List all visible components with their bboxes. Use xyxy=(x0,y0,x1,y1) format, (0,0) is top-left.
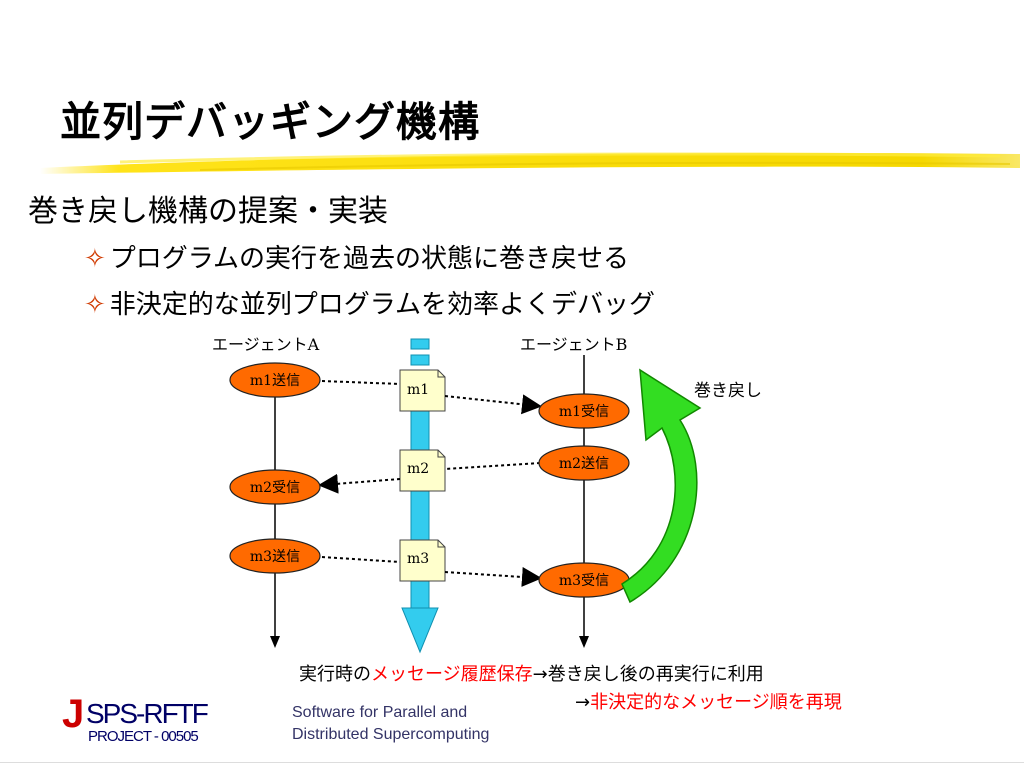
svg-text:m1送信: m1送信 xyxy=(250,373,300,389)
agent-b-timeline-arrow xyxy=(579,636,589,648)
logo-main-text: SPS-RFTF xyxy=(86,698,209,729)
svg-text:m3: m3 xyxy=(407,551,429,567)
arrow-m3-to-b3 xyxy=(444,566,542,587)
arrow-a3-to-m3 xyxy=(321,556,401,563)
arrow-a1-to-m1 xyxy=(321,380,401,385)
highlight-message-history: メッセージ履歴保存 xyxy=(371,664,533,685)
sub-bullet-2: ✧非決定的な並列プログラムを効率よくデバッグ xyxy=(84,284,655,321)
rewind-arrow xyxy=(621,368,702,604)
slide-title: 並列デバッギング機構 xyxy=(60,98,480,146)
sub-bullet-text: 非決定的な並列プログラムを効率よくデバッグ xyxy=(109,290,656,320)
svg-text:m2送信: m2送信 xyxy=(559,456,609,472)
logo-sub-text: PROJECT - 00505 xyxy=(88,728,199,745)
message-note-m1: m1 xyxy=(399,369,446,412)
arrow-m2-to-a2 xyxy=(318,473,401,494)
svg-text:m2受信: m2受信 xyxy=(250,480,300,496)
note-line-2: →非決定的なメッセージ順を再現 xyxy=(575,692,842,713)
svg-text:m3送信: m3送信 xyxy=(250,549,300,565)
svg-text:m1受信: m1受信 xyxy=(559,404,609,420)
arrow-b2-to-m2 xyxy=(444,462,541,470)
sub-bullet-text: プログラムの実行を過去の状態に巻き戻せる xyxy=(109,244,630,274)
note-line-1: 実行時のメッセージ履歴保存→巻き戻し後の再実行に利用 xyxy=(299,664,764,685)
sub-bullet-1: ✧プログラムの実行を過去の状態に巻き戻せる xyxy=(84,238,629,275)
star-bullet-icon: ✧ xyxy=(84,244,106,274)
svg-text:m2: m2 xyxy=(407,461,429,477)
footer-text: Software for Parallel and Distributed Su… xyxy=(292,704,490,743)
footer-divider xyxy=(0,762,1024,763)
event-a2-receive-m2: m2受信 xyxy=(229,469,321,505)
event-a3-send-m3: m3送信 xyxy=(229,538,321,574)
event-b1-receive-m1: m1受信 xyxy=(538,393,630,429)
svg-text:m3受信: m3受信 xyxy=(559,573,609,589)
event-b3-receive-m3: m3受信 xyxy=(538,562,630,598)
title-underline-brush xyxy=(40,152,1020,174)
star-bullet-icon: ✧ xyxy=(84,290,106,320)
agent-a-timeline-arrow xyxy=(270,636,280,648)
message-note-m2: m2 xyxy=(399,449,446,492)
message-note-m3: m3 xyxy=(399,539,446,582)
svg-text:m1: m1 xyxy=(407,382,429,398)
event-b2-send-m2: m2送信 xyxy=(538,445,630,481)
jsps-logo: J SPS-RFTF PROJECT - 00505 xyxy=(62,692,252,756)
event-a1-send-m1: m1送信 xyxy=(229,362,321,398)
agent-b-label: エージェントB xyxy=(520,335,627,354)
arrow-m1-to-b1 xyxy=(444,394,542,415)
main-bullet: 巻き戻し機構の提案・実装 xyxy=(28,194,388,229)
highlight-reproduce-order: 非決定的なメッセージ順を再現 xyxy=(590,692,842,713)
agent-a-label: エージェントA xyxy=(212,335,320,354)
rewind-label: 巻き戻し xyxy=(694,381,762,401)
logo-j: J xyxy=(62,692,85,736)
